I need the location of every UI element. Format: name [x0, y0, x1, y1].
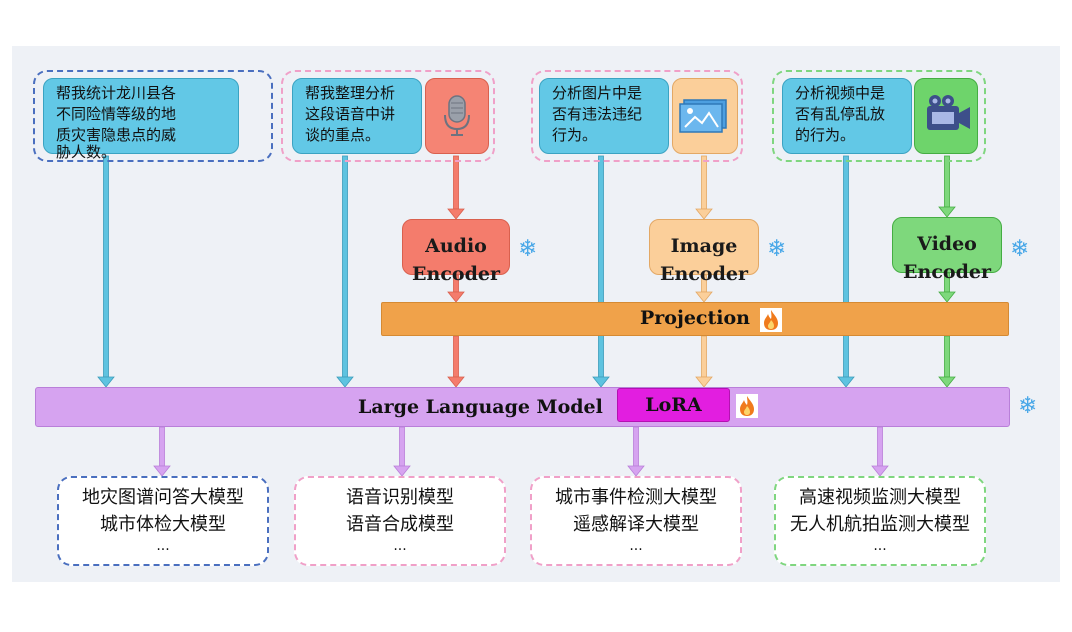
prompt-line: 谈的重点。	[305, 126, 381, 144]
prompt-line: 不同险情等级的地	[56, 105, 177, 123]
output-model: 高速视频监测大模型	[799, 487, 961, 508]
output-model: 城市事件检测大模型	[555, 487, 717, 508]
snowflake-icon: ❄	[767, 236, 787, 262]
prompt-line: 帮我整理分析	[305, 84, 396, 102]
output-model: 无人机航拍监测大模型	[790, 514, 970, 535]
encoder-label: Video	[917, 233, 977, 255]
flow-arrow	[871, 426, 889, 477]
flow-arrow	[695, 274, 713, 303]
encoder-label: Encoder	[412, 263, 500, 285]
video-prompt: 分析视频中是 否有乱停乱放 的行为。	[782, 78, 912, 154]
audio-icon-box	[425, 78, 489, 154]
lora-adapter: LoRA	[617, 388, 730, 422]
flow-arrow	[336, 155, 354, 388]
projection-label: Projection	[640, 307, 750, 329]
audio-output-group: 语音识别模型 语音合成模型 ...	[294, 476, 506, 566]
encoder-label: Image	[670, 235, 738, 257]
prompt-line: 胁人数。	[56, 143, 117, 161]
output-model: 语音识别模型	[346, 487, 454, 508]
snowflake-icon: ❄	[1010, 236, 1030, 262]
output-model: 城市体检大模型	[100, 514, 226, 535]
image-input-group	[531, 70, 743, 162]
flow-arrow	[938, 335, 956, 388]
image-icon-box	[672, 78, 738, 154]
projection-layer: Projection	[381, 302, 1009, 336]
text-prompt: 帮我统计龙川县各 不同险情等级的地 质灾害隐患点的威 胁人数。	[43, 78, 239, 161]
flow-arrow	[627, 426, 645, 477]
flow-arrow	[837, 155, 855, 388]
prompt-line: 质灾害隐患点的威	[56, 126, 177, 144]
output-ellipsis: ...	[156, 538, 170, 554]
audio-prompt: 帮我整理分析 这段语音中讲 谈的重点。	[292, 78, 422, 154]
picture-icon	[679, 99, 727, 133]
video-icon-box	[914, 78, 978, 154]
microphone-icon	[444, 95, 470, 136]
output-ellipsis: ...	[629, 538, 643, 554]
flame-icon	[760, 308, 782, 332]
encoder-label: Audio	[425, 235, 487, 257]
encoder-label: Encoder	[660, 263, 748, 285]
flow-arrow	[447, 335, 465, 388]
prompt-line: 否有违法违纪	[552, 105, 643, 123]
flow-arrow	[695, 335, 713, 388]
text-output-group: 地灾图谱问答大模型 城市体检大模型 ...	[57, 476, 269, 566]
image-prompt: 分析图片中是 否有违法违纪 行为。	[539, 78, 669, 154]
flow-arrow	[695, 155, 713, 220]
video-camera-icon	[927, 95, 970, 130]
large-language-model: Large Language Model	[35, 387, 1010, 427]
prompt-line: 的行为。	[795, 126, 856, 144]
audio-input-group	[281, 70, 495, 162]
prompt-line: 行为。	[552, 126, 598, 144]
flow-arrow	[447, 274, 465, 303]
prompt-line: 帮我统计龙川县各	[56, 84, 177, 102]
flow-arrow	[592, 155, 610, 388]
flow-arrow	[97, 155, 115, 388]
output-model: 遥感解译大模型	[573, 514, 699, 535]
prompt-line: 分析视频中是	[795, 84, 886, 102]
snowflake-icon: ❄	[518, 236, 538, 262]
image-encoder: Image Encoder	[649, 219, 759, 285]
image-output-group: 城市事件检测大模型 遥感解译大模型 ...	[530, 476, 742, 566]
audio-encoder: Audio Encoder	[402, 219, 510, 285]
output-ellipsis: ...	[873, 538, 887, 554]
flow-arrow	[938, 155, 956, 218]
snowflake-icon: ❄	[1018, 393, 1038, 419]
flow-arrow	[938, 272, 956, 303]
flow-arrow	[447, 155, 465, 220]
text-input-group	[33, 70, 273, 162]
output-model: 语音合成模型	[346, 514, 454, 535]
encoder-label: Encoder	[903, 261, 991, 283]
prompt-line: 否有乱停乱放	[795, 105, 886, 123]
video-output-group: 高速视频监测大模型 无人机航拍监测大模型 ...	[774, 476, 986, 566]
flame-icon	[736, 394, 758, 418]
video-encoder: Video Encoder	[892, 217, 1002, 283]
video-input-group	[772, 70, 986, 162]
prompt-line: 这段语音中讲	[305, 105, 396, 123]
llm-label: Large Language Model	[358, 396, 603, 418]
flow-arrow	[393, 426, 411, 477]
flow-arrow	[153, 426, 171, 477]
output-ellipsis: ...	[393, 538, 407, 554]
prompt-line: 分析图片中是	[552, 84, 643, 102]
output-model: 地灾图谱问答大模型	[82, 487, 244, 508]
